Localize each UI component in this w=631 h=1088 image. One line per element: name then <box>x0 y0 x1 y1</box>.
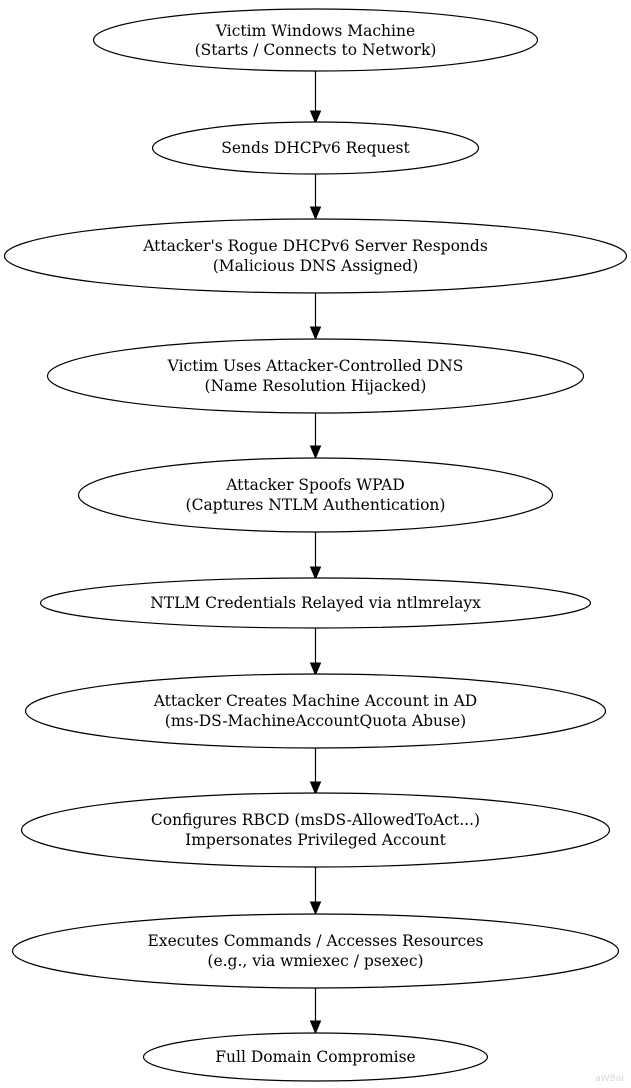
node-1-line-2: (Starts / Connects to Network) <box>195 41 437 59</box>
node-5-line-1: Attacker Spoofs WPAD <box>225 476 405 494</box>
watermark-text: aWBar <box>595 1074 625 1084</box>
edge-4-5 <box>309 413 322 460</box>
node-4-line-1: Victim Uses Attacker-Controlled DNS <box>167 357 464 375</box>
edge-3-4 <box>309 293 322 341</box>
node-creates-machine-account: Attacker Creates Machine Account in AD (… <box>24 673 607 749</box>
node-9-line-2: (e.g., via wmiexec / psexec) <box>207 952 423 970</box>
node-9-line-1: Executes Commands / Accesses Resources <box>148 932 484 950</box>
node-4-line-2: (Name Resolution Hijacked) <box>205 377 427 395</box>
node-ntlm-relayed: NTLM Credentials Relayed via ntlmrelayx <box>39 577 592 629</box>
node-3-line-1: Attacker's Rogue DHCPv6 Server Responds <box>142 237 488 255</box>
node-8-line-2: Impersonates Privileged Account <box>185 831 447 849</box>
edge-7-8 <box>309 748 322 796</box>
node-sends-dhcpv6-request: Sends DHCPv6 Request <box>151 121 480 175</box>
node-attacker-controlled-dns: Victim Uses Attacker-Controlled DNS (Nam… <box>46 338 585 414</box>
node-8-line-1: Configures RBCD (msDS-AllowedToAct...) <box>151 811 480 829</box>
edge-1-2 <box>309 70 322 125</box>
node-1-line-1: Victim Windows Machine <box>215 22 415 40</box>
node-victim-windows-machine: Victim Windows Machine (Starts / Connect… <box>92 8 539 72</box>
edge-9-10 <box>309 988 322 1035</box>
node-executes-commands: Executes Commands / Accesses Resources (… <box>11 913 620 989</box>
node-rogue-dhcpv6-server: Attacker's Rogue DHCPv6 Server Responds … <box>3 218 628 294</box>
node-7-line-2: (ms-DS-MachineAccountQuota Abuse) <box>165 712 466 730</box>
node-5-line-2: (Captures NTLM Authentication) <box>186 496 446 514</box>
node-full-domain-compromise: Full Domain Compromise <box>142 1032 489 1082</box>
node-spoofs-wpad: Attacker Spoofs WPAD (Captures NTLM Auth… <box>77 457 554 533</box>
edge-6-7 <box>309 628 322 677</box>
edge-8-9 <box>309 867 322 916</box>
edge-5-6 <box>309 532 322 581</box>
node-6-line-1: NTLM Credentials Relayed via ntlmrelayx <box>150 594 481 612</box>
node-10-line-1: Full Domain Compromise <box>215 1048 415 1066</box>
node-7-line-1: Attacker Creates Machine Account in AD <box>153 692 477 710</box>
node-2-line-1: Sends DHCPv6 Request <box>221 139 410 157</box>
node-configures-rbcd: Configures RBCD (msDS-AllowedToAct...) I… <box>20 792 611 868</box>
edge-2-3 <box>309 174 322 221</box>
node-3-line-2: (Malicious DNS Assigned) <box>213 257 419 275</box>
